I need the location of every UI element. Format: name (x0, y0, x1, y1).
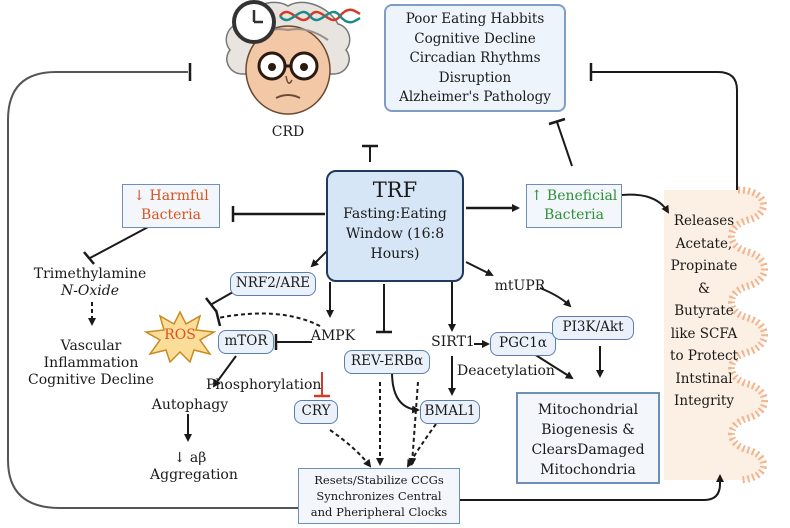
mtupr-label: mtUPR (494, 278, 546, 294)
reverb-node: REV-ERBα (344, 350, 430, 374)
sirt1-label: SIRT1 (431, 334, 475, 350)
mito-box: Mitochondrial Biogenesis & ClearsDamaged… (516, 392, 660, 484)
pi3k-node: PI3K/Akt (552, 316, 634, 340)
top-box-line: Alzheimer's Pathology (399, 89, 551, 105)
intestine-wall (728, 186, 768, 484)
down-arrow-icon: ↓ (133, 188, 146, 204)
vascular-label: Vascular Inflammation Cognitive Decline (16, 338, 166, 389)
harmful-label: Bacteria (141, 207, 201, 223)
scfa-line: Integrity (674, 393, 734, 409)
abeta-label: ↓ aβ Aggregation (150, 450, 238, 484)
pgc1a-node: PGC1α (490, 332, 556, 356)
top-box-line: Disruption (438, 69, 512, 86)
mtor-node: mTOR (218, 330, 274, 354)
autophagy-label: Autophagy (151, 397, 229, 413)
scfa-line: Acetate, (675, 235, 733, 252)
ccg-line: and Pheripheral Clocks (310, 505, 448, 519)
bottom-return-arrow (460, 474, 724, 501)
mito-line: Mitochondrial (537, 402, 639, 418)
scfa-line: to Protect (670, 348, 738, 364)
ccg-line: Resets/Stabilize CCGs (314, 473, 444, 487)
deacetylation-label: Deacetylation (457, 363, 555, 379)
ros-burst-icon (144, 310, 216, 364)
beneficial-label: Bacteria (544, 207, 604, 223)
trf-line: Fasting:Eating (343, 206, 447, 222)
abeta-line: Aggregation (150, 467, 238, 483)
right-feedback-loop (592, 71, 738, 190)
beneficial-bacteria-box: ↑ Beneficial Bacteria (526, 184, 622, 228)
intestine-shape (664, 190, 765, 480)
ampk-label: AMPK (310, 328, 356, 344)
tmao-line: N-Oxide (60, 283, 120, 299)
cry-node: CRY (294, 400, 338, 424)
trf-title: TRF (372, 178, 418, 202)
ros-label: ROS (164, 327, 196, 343)
scfa-line: & (697, 280, 711, 297)
scfa-line: Releases (673, 213, 735, 229)
trf-box: TRF Fasting:Eating Window (16:8 Hours) (326, 170, 464, 282)
scfa-line: like SCFA (670, 325, 738, 342)
tmao-label: Trimethylamine N-Oxide (20, 266, 160, 300)
nrf2-node: NRF2/ARE (230, 272, 316, 296)
trf-line: Hours) (370, 246, 420, 262)
bmal1-node: BMAL1 (420, 400, 480, 424)
tmao-line: Trimethylamine (33, 266, 147, 282)
vascular-line: Inflammation (43, 355, 139, 371)
vascular-line: Cognitive Decline (28, 372, 154, 388)
scfa-line: Butyrate (674, 303, 734, 319)
scfa-line: Intstinal (675, 370, 733, 387)
harmful-label: Harmful (149, 188, 209, 204)
scfa-text: Releases Acetate, Propinate & Butyrate l… (664, 210, 744, 413)
trf-line: Window (16:8 (345, 226, 445, 242)
up-arrow-icon: ↑ (530, 188, 543, 204)
top-box-line: Cognitive Decline (414, 30, 536, 47)
crd-illustration (225, 0, 361, 115)
abeta-line: ↓ aβ (173, 450, 207, 466)
mito-line: Biogenesis & (541, 422, 635, 438)
scfa-line: Propinate (670, 258, 738, 274)
top-outcomes-box: Poor Eating Habbits Cognitive Decline Ci… (384, 4, 566, 112)
phosphorylation-label: Phosphorylation (206, 377, 322, 393)
crd-label: CRD (271, 124, 305, 140)
ccg-box: Resets/Stabilize CCGs Synchronizes Centr… (298, 468, 460, 524)
harmful-bacteria-box: ↓ Harmful Bacteria (122, 184, 220, 228)
beneficial-label: Beneficial (546, 188, 618, 204)
top-box-line: Poor Eating Habbits (405, 11, 545, 27)
left-feedback-loop (7, 71, 300, 509)
mito-line: ClearsDamaged (531, 442, 645, 458)
mito-line: Mitochondria (540, 462, 636, 478)
vascular-line: Vascular (60, 338, 122, 354)
top-box-line: Circadian Rhythms (409, 50, 541, 66)
ccg-line: Synchronizes Central (316, 489, 442, 503)
